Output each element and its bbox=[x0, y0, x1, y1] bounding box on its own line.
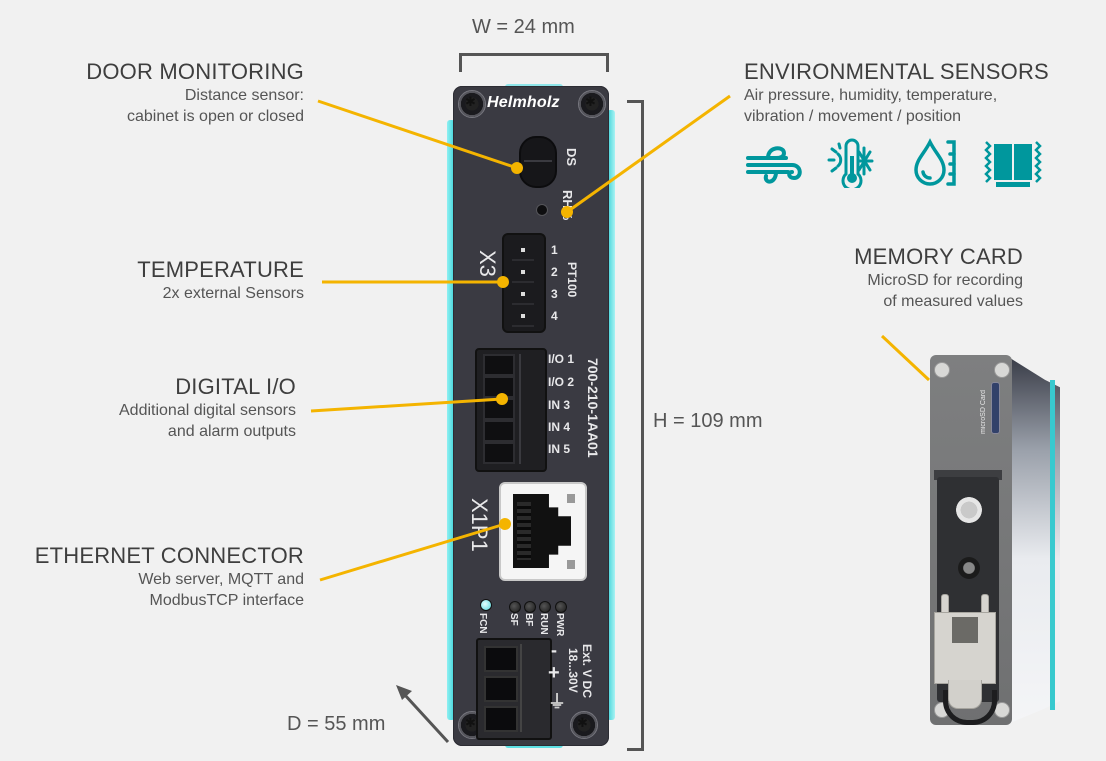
power-label: Ext. V DC bbox=[580, 644, 594, 699]
x3-pin-label: 2 bbox=[551, 265, 558, 279]
dimension-width-label: W = 24 mm bbox=[472, 16, 575, 38]
leader-line-ethernet bbox=[319, 522, 506, 582]
led-label: FCN bbox=[477, 613, 488, 634]
callout-desc: Air pressure, humidity, temperature, bbox=[744, 87, 998, 104]
bolt-icon bbox=[956, 497, 982, 523]
led-pwr bbox=[555, 601, 567, 613]
callout-desc: vibration / movement / position bbox=[744, 108, 961, 125]
leader-line-environmental bbox=[566, 94, 731, 214]
dimension-depth-label: D = 55 mm bbox=[287, 713, 386, 735]
humidity-sensor-port bbox=[536, 204, 548, 216]
io-pin-label: IN 4 bbox=[548, 420, 571, 434]
device-edge-glow bbox=[447, 120, 455, 720]
leader-dot-ethernet bbox=[499, 518, 511, 530]
power-pin-label: + bbox=[548, 662, 560, 684]
x3-pin-label: 4 bbox=[551, 309, 558, 323]
dimension-height-label: H = 109 mm bbox=[653, 410, 763, 432]
brand-logo: Helmholz bbox=[487, 94, 560, 111]
callout-desc: 2x external Sensors bbox=[162, 285, 304, 302]
led-bf bbox=[524, 601, 536, 613]
clip-loop bbox=[943, 690, 997, 725]
callout-desc: ModbusTCP interface bbox=[149, 592, 304, 609]
leader-dot-door bbox=[511, 162, 523, 174]
callout-desc: Additional digital sensors bbox=[119, 402, 296, 419]
x3-pt100-connector[interactable] bbox=[502, 233, 546, 333]
dimension-height-bracket bbox=[627, 100, 644, 751]
leader-dot-temperature bbox=[497, 276, 509, 288]
io-pin-label: IN 5 bbox=[548, 442, 571, 456]
pt100-label: PT100 bbox=[565, 262, 579, 298]
screw-icon bbox=[934, 362, 950, 378]
led-label: RUN bbox=[538, 613, 549, 635]
distance-sensor bbox=[519, 136, 557, 188]
digital-io-connector[interactable] bbox=[475, 348, 547, 472]
leader-line-memory bbox=[880, 334, 931, 382]
air-pressure-wind-icon bbox=[746, 138, 806, 188]
led-label: SF bbox=[508, 613, 519, 626]
callout-desc: MicroSD for recording bbox=[867, 272, 1023, 289]
clip-window bbox=[952, 617, 978, 643]
callout-title: MEMORY CARD bbox=[854, 244, 1023, 269]
callout-ethernet: ETHERNET CONNECTOR Web server, MQTT and … bbox=[35, 543, 304, 611]
led-sf bbox=[509, 601, 521, 613]
callout-title: ENVIRONMENTAL SENSORS bbox=[744, 59, 1049, 84]
ds-label: DS bbox=[564, 148, 579, 167]
screw-icon bbox=[578, 90, 606, 118]
ethernet-port[interactable] bbox=[499, 482, 587, 581]
callout-title: DIGITAL I/O bbox=[175, 374, 296, 399]
io-pin-label: I/O 2 bbox=[548, 375, 575, 389]
dimension-width-bracket bbox=[459, 53, 609, 72]
callout-title: ETHERNET CONNECTOR bbox=[34, 543, 304, 568]
humidity-drop-icon bbox=[912, 138, 972, 188]
x3-label: X3 bbox=[475, 250, 500, 277]
memcard-device-glow bbox=[1050, 380, 1055, 710]
callout-desc: cabinet is open or closed bbox=[127, 108, 304, 125]
led-fcn bbox=[480, 599, 492, 611]
model-number: 700-210-1AA01 bbox=[585, 358, 601, 458]
vibration-icon bbox=[982, 138, 1042, 188]
callout-digital-io: DIGITAL I/O Additional digital sensors a… bbox=[119, 374, 296, 442]
io-pin-label: I/O 1 bbox=[548, 352, 575, 366]
screw-icon bbox=[570, 711, 598, 739]
screw-icon bbox=[994, 362, 1010, 378]
io-pin-label: IN 3 bbox=[548, 398, 571, 412]
callout-memory-card: MEMORY CARD MicroSD for recording of mea… bbox=[854, 244, 1023, 312]
power-pin-label: - bbox=[551, 640, 557, 660]
din-rail-clip[interactable] bbox=[934, 612, 996, 684]
led-run bbox=[539, 601, 551, 613]
device-edge-glow bbox=[607, 110, 615, 720]
temperature-thermometer-icon bbox=[826, 138, 886, 192]
callout-desc: and alarm outputs bbox=[167, 423, 296, 440]
x3-pin-label: 3 bbox=[551, 287, 558, 301]
din-rail-mount bbox=[934, 470, 1002, 480]
callout-desc: Distance sensor: bbox=[184, 87, 304, 104]
leader-line-digital-io bbox=[310, 397, 503, 413]
callout-title: TEMPERATURE bbox=[137, 257, 304, 282]
mount-hole bbox=[958, 557, 980, 579]
depth-arrow bbox=[396, 685, 450, 744]
led-label: BF bbox=[523, 613, 534, 627]
callout-desc: of measured values bbox=[883, 293, 1023, 310]
callout-desc: Web server, MQTT and bbox=[138, 571, 304, 588]
callout-door-monitoring: DOOR MONITORING Distance sensor: cabinet… bbox=[86, 59, 304, 127]
leader-line-door bbox=[317, 99, 518, 170]
callout-temperature: TEMPERATURE 2x external Sensors bbox=[137, 257, 304, 304]
power-connector[interactable] bbox=[476, 638, 552, 740]
ground-icon: ⏚ bbox=[548, 692, 566, 712]
led-label: PWR bbox=[554, 613, 565, 637]
x3-pin-label: 1 bbox=[551, 243, 558, 257]
leader-dot-digital-io bbox=[496, 393, 508, 405]
x1p1-label: X1P1 bbox=[467, 498, 492, 552]
power-range-label: 18...30V bbox=[566, 648, 580, 693]
microsd-slot[interactable] bbox=[991, 382, 1000, 434]
screw-icon bbox=[458, 90, 486, 118]
leader-dot-environmental bbox=[561, 206, 573, 218]
callout-environmental-sensors: ENVIRONMENTAL SENSORS Air pressure, humi… bbox=[744, 59, 1049, 127]
callout-title: DOOR MONITORING bbox=[86, 59, 304, 84]
